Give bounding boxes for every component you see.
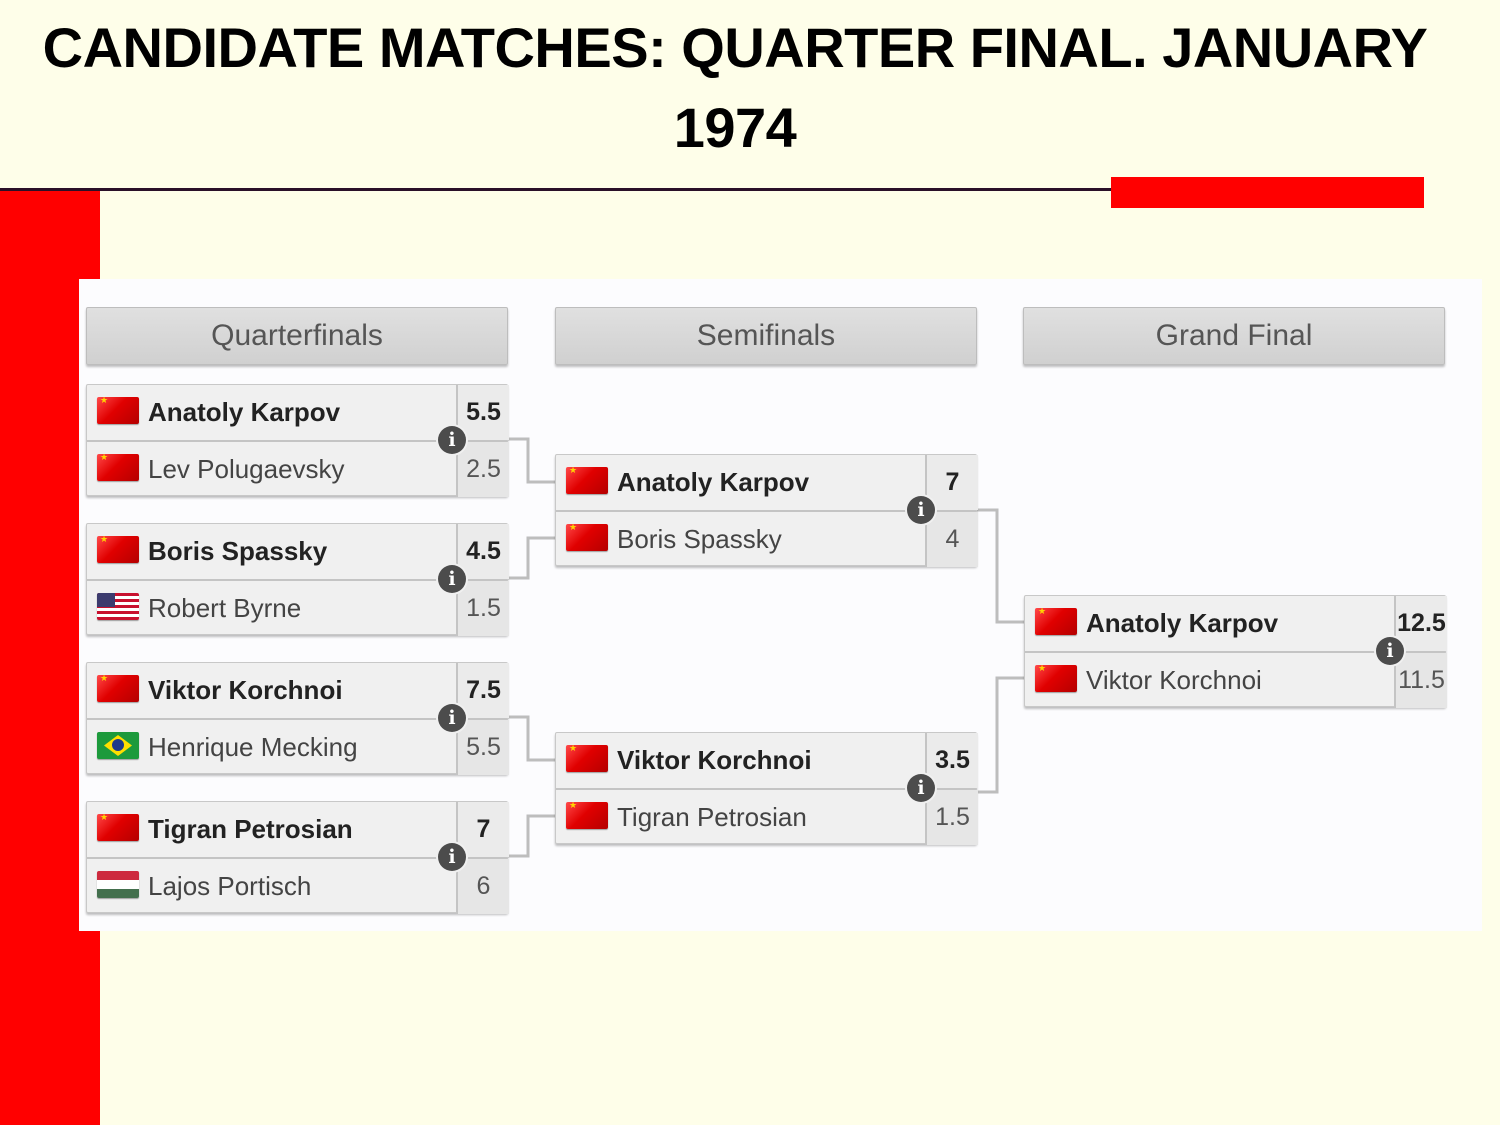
player-name: Tigran Petrosian <box>617 802 807 832</box>
player-name: Viktor Korchnoi <box>617 745 812 775</box>
match-card-sf-1[interactable]: Anatoly Karpov 7Boris Spassky 4i <box>555 454 978 567</box>
player-row[interactable]: Lev Polugaevsky 2.5 <box>87 440 509 497</box>
hungary-flag-icon <box>97 871 139 898</box>
page-title: CANDIDATE MATCHES: QUARTER FINAL. JANUAR… <box>42 16 1428 159</box>
player-name: Anatoly Karpov <box>1086 608 1279 638</box>
connector-qf1-sf1 <box>505 437 556 484</box>
match-card-qf-1[interactable]: Anatoly Karpov 5.5Lev Polugaevsky 2.5i <box>86 384 509 497</box>
player-score: 5.5 <box>456 720 509 775</box>
soviet-flag-icon <box>566 802 608 829</box>
player-row[interactable]: Boris Spassky 4 <box>556 510 978 567</box>
connector-sf1-final <box>974 508 1024 624</box>
info-icon[interactable]: i <box>438 565 466 593</box>
title-divider <box>0 188 1424 191</box>
connector-qf2-sf1 <box>505 536 556 580</box>
brazil-flag-icon <box>97 732 139 759</box>
player-name: Boris Spassky <box>148 536 328 566</box>
soviet-flag-icon <box>1035 608 1077 635</box>
player-name: Anatoly Karpov <box>148 397 341 427</box>
player-name: Anatoly Karpov <box>617 467 810 497</box>
info-icon[interactable]: i <box>438 704 466 732</box>
player-name: Tigran Petrosian <box>148 814 353 844</box>
player-score: 3.5 <box>925 733 978 788</box>
player-name: Lajos Portisch <box>148 871 312 901</box>
player-row[interactable]: Viktor Korchnoi 7.5 <box>87 663 509 718</box>
player-row[interactable]: Viktor Korchnoi 11.5 <box>1025 651 1447 708</box>
info-icon[interactable]: i <box>907 774 935 802</box>
player-score: 12.5 <box>1394 596 1447 651</box>
player-score: 2.5 <box>456 442 509 497</box>
connector-qf3-sf2 <box>505 715 556 762</box>
player-row[interactable]: Tigran Petrosian 1.5 <box>556 788 978 845</box>
player-row[interactable]: Anatoly Karpov 12.5 <box>1025 596 1447 651</box>
connector-sf2-final <box>974 676 1024 794</box>
info-icon[interactable]: i <box>907 496 935 524</box>
player-row[interactable]: Lajos Portisch 6 <box>87 857 509 914</box>
soviet-flag-icon <box>97 536 139 563</box>
soviet-flag-icon <box>97 454 139 481</box>
player-row[interactable]: Tigran Petrosian 7 <box>87 802 509 857</box>
soviet-flag-icon <box>97 675 139 702</box>
usa-flag-icon <box>97 593 139 620</box>
soviet-flag-icon <box>97 397 139 424</box>
match-card-final-1[interactable]: Anatoly Karpov 12.5Viktor Korchnoi 11.5i <box>1024 595 1447 708</box>
player-name: Henrique Mecking <box>148 732 358 762</box>
soviet-flag-icon <box>566 745 608 772</box>
info-icon[interactable]: i <box>1376 637 1404 665</box>
player-score: 7 <box>925 455 978 510</box>
round-header-quarterfinals: Quarterfinals <box>86 307 508 365</box>
player-score: 6 <box>456 859 509 914</box>
connector-qf4-sf2 <box>505 814 556 858</box>
info-icon[interactable]: i <box>438 426 466 454</box>
player-name: Robert Byrne <box>148 593 302 623</box>
player-score: 5.5 <box>456 385 509 440</box>
player-row[interactable]: Henrique Mecking 5.5 <box>87 718 509 775</box>
match-card-sf-2[interactable]: Viktor Korchnoi 3.5Tigran Petrosian 1.5i <box>555 732 978 845</box>
player-row[interactable]: Boris Spassky 4.5 <box>87 524 509 579</box>
player-score: 1.5 <box>925 790 978 845</box>
soviet-flag-icon <box>1035 665 1077 692</box>
player-name: Lev Polugaevsky <box>148 454 345 484</box>
player-score: 7 <box>456 802 509 857</box>
player-name: Boris Spassky <box>617 524 782 554</box>
player-row[interactable]: Anatoly Karpov 7 <box>556 455 978 510</box>
info-icon[interactable]: i <box>438 843 466 871</box>
player-row[interactable]: Viktor Korchnoi 3.5 <box>556 733 978 788</box>
player-score: 4 <box>925 512 978 567</box>
player-name: Viktor Korchnoi <box>1086 665 1262 695</box>
round-header-semifinals: Semifinals <box>555 307 977 365</box>
player-row[interactable]: Anatoly Karpov 5.5 <box>87 385 509 440</box>
player-score: 11.5 <box>1394 653 1447 708</box>
player-score: 7.5 <box>456 663 509 718</box>
player-score: 4.5 <box>456 524 509 579</box>
soviet-flag-icon <box>566 524 608 551</box>
soviet-flag-icon <box>97 814 139 841</box>
soviet-flag-icon <box>566 467 608 494</box>
player-row[interactable]: Robert Byrne 1.5 <box>87 579 509 636</box>
round-header-grand-final: Grand Final <box>1023 307 1445 365</box>
player-score: 1.5 <box>456 581 509 636</box>
decorative-red-bar <box>1111 177 1424 208</box>
player-name: Viktor Korchnoi <box>148 675 343 705</box>
